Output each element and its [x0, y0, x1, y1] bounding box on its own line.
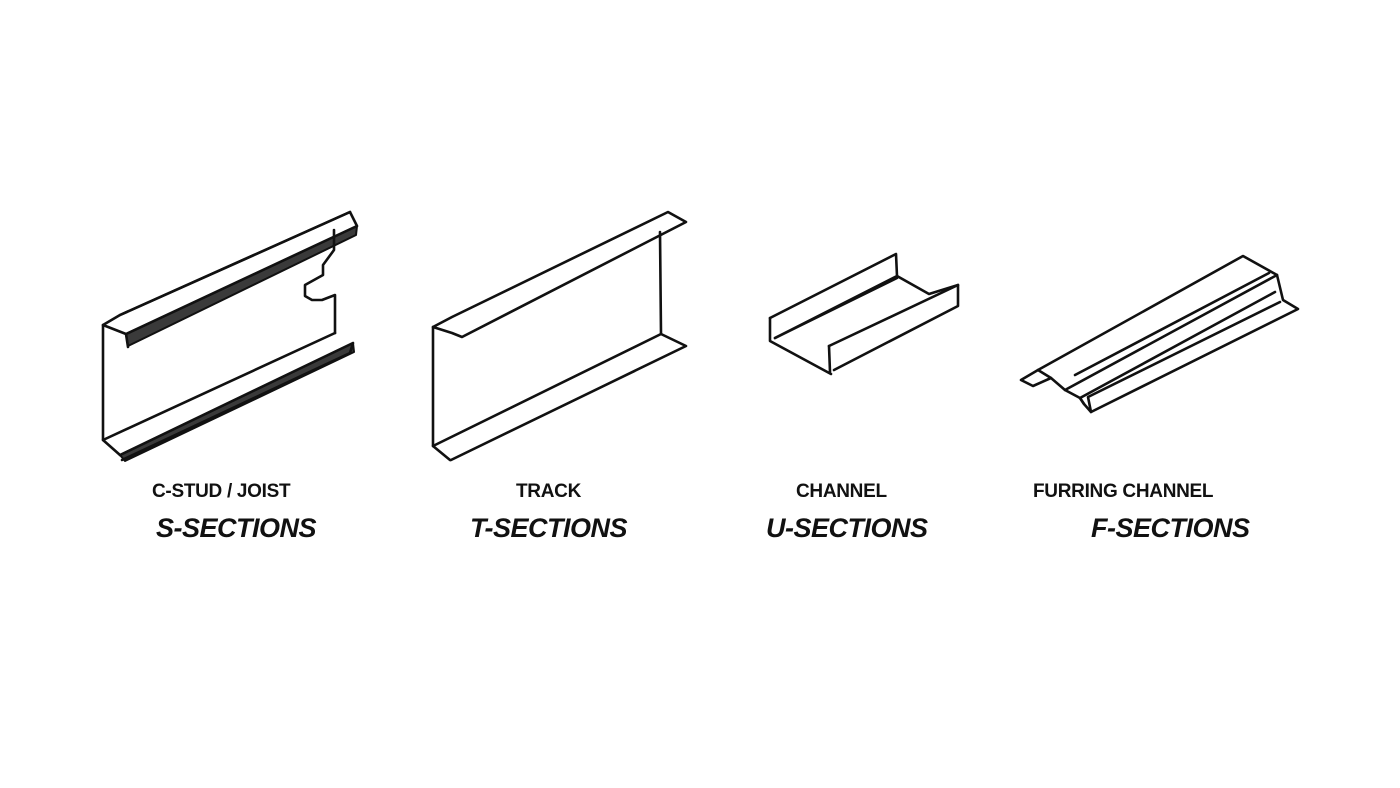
- profile-edge: [431, 210, 688, 339]
- u-sections-label: U-SECTIONS: [766, 513, 928, 543]
- profile-edge: [773, 276, 899, 340]
- profile-edge: [1078, 273, 1300, 414]
- furring-channel-drawing: [1019, 254, 1300, 414]
- profile-edge: [101, 210, 359, 336]
- lip-edge: [125, 225, 358, 347]
- profile-edge: [1019, 368, 1053, 388]
- profile-edge: [1036, 254, 1279, 392]
- s-sections-label: S-SECTIONS: [156, 513, 317, 543]
- profile-edge: [1078, 290, 1277, 400]
- profile-edge: [658, 230, 663, 336]
- track-drawing: [431, 210, 688, 462]
- profile-edge: [768, 252, 899, 340]
- profile-edge: [832, 274, 960, 372]
- profile-edge: [1086, 300, 1282, 414]
- profile-edge: [303, 228, 337, 335]
- profile-edge: [768, 316, 833, 376]
- c-stud-drawing: [101, 210, 359, 462]
- profile-edge: [118, 210, 352, 317]
- f-sections-label: F-SECTIONS: [1091, 513, 1250, 543]
- profile-edge: [827, 344, 832, 374]
- channel-drawing: [768, 252, 960, 376]
- track-label: TRACK: [516, 481, 581, 502]
- profile-edge: [118, 341, 355, 462]
- profile-edge: [431, 332, 688, 462]
- channel-label: CHANNEL: [796, 481, 887, 502]
- profile-edge: [1073, 271, 1271, 377]
- profile-edge: [124, 332, 130, 349]
- t-sections-label: T-SECTIONS: [470, 513, 628, 543]
- c-stud-label: C-STUD / JOIST: [152, 481, 291, 502]
- profile-edge: [101, 331, 337, 442]
- furring-channel-label: FURRING CHANNEL: [1033, 481, 1214, 502]
- profile-edge: [827, 283, 960, 348]
